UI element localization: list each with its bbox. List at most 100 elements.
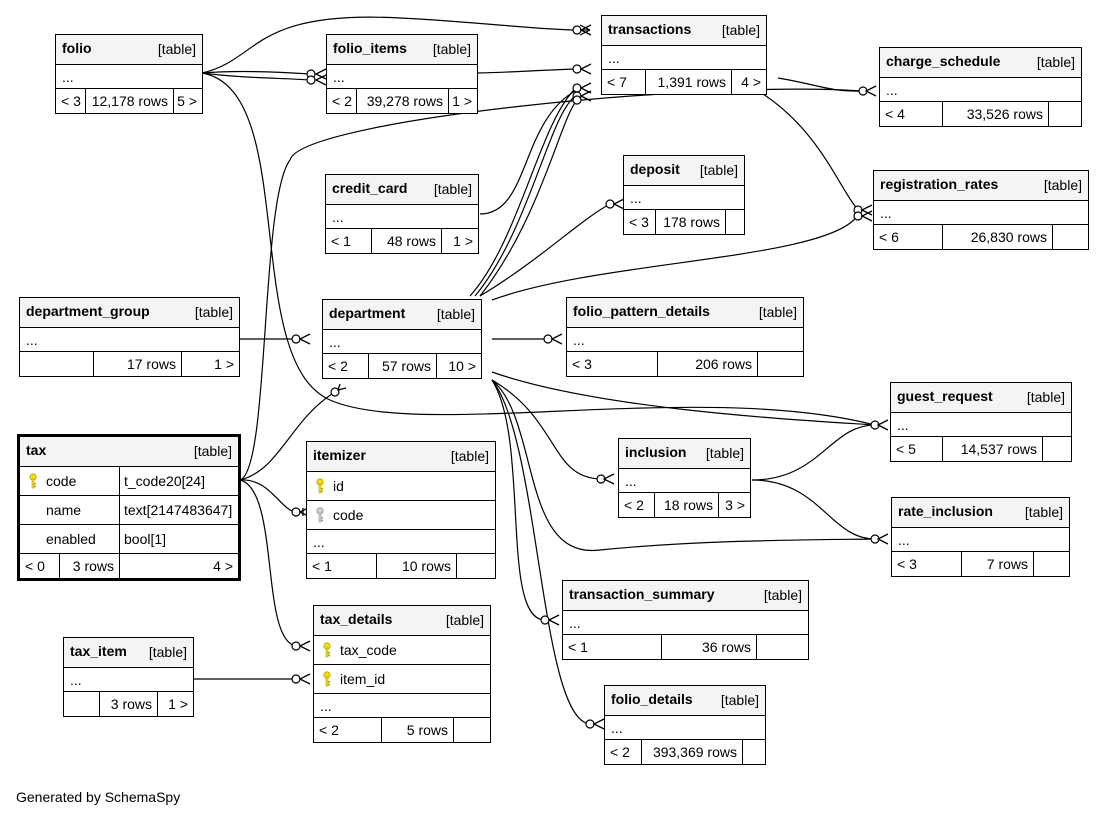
table-type: [table] bbox=[705, 445, 744, 461]
row-count: 36 rows bbox=[662, 635, 757, 659]
table-name: transactions bbox=[608, 21, 692, 37]
table-name: credit_card bbox=[332, 180, 408, 196]
row-count: 7 rows bbox=[962, 552, 1034, 576]
primary-key-icon bbox=[316, 478, 324, 494]
children-count: 1 > bbox=[168, 696, 188, 712]
columns-ellipsis: ... bbox=[573, 331, 585, 348]
column-name: tax_code bbox=[340, 642, 397, 658]
row-count: 206 rows bbox=[658, 352, 758, 376]
parents-count: < 2 bbox=[619, 493, 655, 517]
edge-department-guest-request bbox=[491, 371, 876, 426]
table-type: [table] bbox=[1024, 504, 1063, 520]
table-type: [table] bbox=[432, 41, 471, 57]
row-count: 14,537 rows bbox=[943, 437, 1043, 461]
row-count: 10 rows bbox=[377, 554, 457, 578]
parents-count: < 3 bbox=[624, 210, 656, 234]
parents-count: < 5 bbox=[891, 437, 943, 461]
children-count: 10 > bbox=[448, 358, 476, 374]
children-count: 4 > bbox=[213, 558, 233, 574]
children-count bbox=[726, 210, 744, 234]
edge-department-transactions-1 bbox=[469, 86, 578, 297]
parents-count: < 2 bbox=[605, 740, 642, 764]
column-name: enabled bbox=[20, 525, 120, 554]
parents-count: < 0 bbox=[20, 554, 60, 578]
parents-count: < 2 bbox=[327, 89, 357, 113]
parents-count bbox=[20, 352, 94, 376]
parents-count: < 1 bbox=[326, 229, 372, 253]
parents-count: < 1 bbox=[563, 635, 662, 659]
edge-folio-items-transactions bbox=[477, 68, 578, 74]
edge-inclusion-rate-inclusion bbox=[751, 479, 876, 540]
edge-transactions-charge-schedule bbox=[777, 77, 864, 92]
table-tax-details[interactable]: tax_details[table] tax_code item_id ... … bbox=[313, 605, 491, 743]
table-type: [table] bbox=[763, 587, 802, 603]
column-name-code: code bbox=[20, 467, 120, 496]
table-type: [table] bbox=[721, 22, 760, 38]
children-count bbox=[457, 554, 495, 578]
row-count: 39,278 rows bbox=[357, 89, 449, 113]
children-count bbox=[757, 635, 808, 659]
table-name: rate_inclusion bbox=[898, 503, 993, 519]
parents-count: < 3 bbox=[56, 89, 86, 113]
columns-ellipsis: ... bbox=[329, 333, 341, 350]
edge-tax-tax-details bbox=[239, 479, 297, 647]
edge-department-transactions-2 bbox=[474, 94, 578, 297]
columns-ellipsis: ... bbox=[608, 49, 620, 66]
edge-department-transaction-summary bbox=[491, 379, 546, 621]
row-count: 3 rows bbox=[100, 692, 158, 716]
column-name: code bbox=[333, 507, 364, 523]
row-count: 393,369 rows bbox=[642, 740, 743, 764]
table-name: department_group bbox=[26, 303, 150, 319]
table-type: [table] bbox=[148, 644, 187, 660]
table-type: [table] bbox=[720, 692, 759, 708]
row-count: 48 rows bbox=[372, 229, 442, 253]
children-count: 1 > bbox=[452, 93, 472, 109]
children-count bbox=[1043, 437, 1071, 461]
edge-tax-itemizer bbox=[239, 479, 297, 513]
table-tax[interactable]: tax[table] code t_code20[24] name text[2… bbox=[17, 434, 241, 581]
table-type: [table] bbox=[194, 304, 233, 320]
table-name: folio_pattern_details bbox=[573, 303, 710, 319]
parents-count: < 1 bbox=[307, 554, 377, 578]
table-type: [table] bbox=[1043, 177, 1082, 193]
column-type: t_code20[24] bbox=[120, 467, 238, 496]
edge-department-transactions-3 bbox=[479, 99, 578, 297]
row-count: 1,391 rows bbox=[646, 70, 732, 94]
children-count: 4 > bbox=[741, 74, 761, 90]
columns-ellipsis: ... bbox=[313, 533, 325, 550]
parents-count: < 6 bbox=[874, 225, 943, 249]
parents-count: < 3 bbox=[892, 552, 962, 576]
generated-by-label: Generated by SchemaSpy bbox=[16, 789, 181, 805]
children-count bbox=[743, 740, 765, 764]
edge-department-folio-details bbox=[491, 379, 591, 725]
columns-ellipsis: ... bbox=[320, 697, 332, 714]
children-count: 5 > bbox=[177, 93, 197, 109]
column-type: text[2147483647] bbox=[120, 496, 238, 525]
table-type: [table] bbox=[450, 448, 489, 464]
row-count: 178 rows bbox=[656, 210, 726, 234]
table-type: [table] bbox=[1026, 389, 1065, 405]
primary-key-icon bbox=[29, 473, 37, 489]
parents-count: < 3 bbox=[567, 352, 658, 376]
edge-department-inclusion bbox=[491, 379, 602, 480]
table-name: folio bbox=[62, 40, 92, 56]
columns-ellipsis: ... bbox=[332, 208, 344, 225]
table-type: [table] bbox=[1036, 54, 1075, 70]
